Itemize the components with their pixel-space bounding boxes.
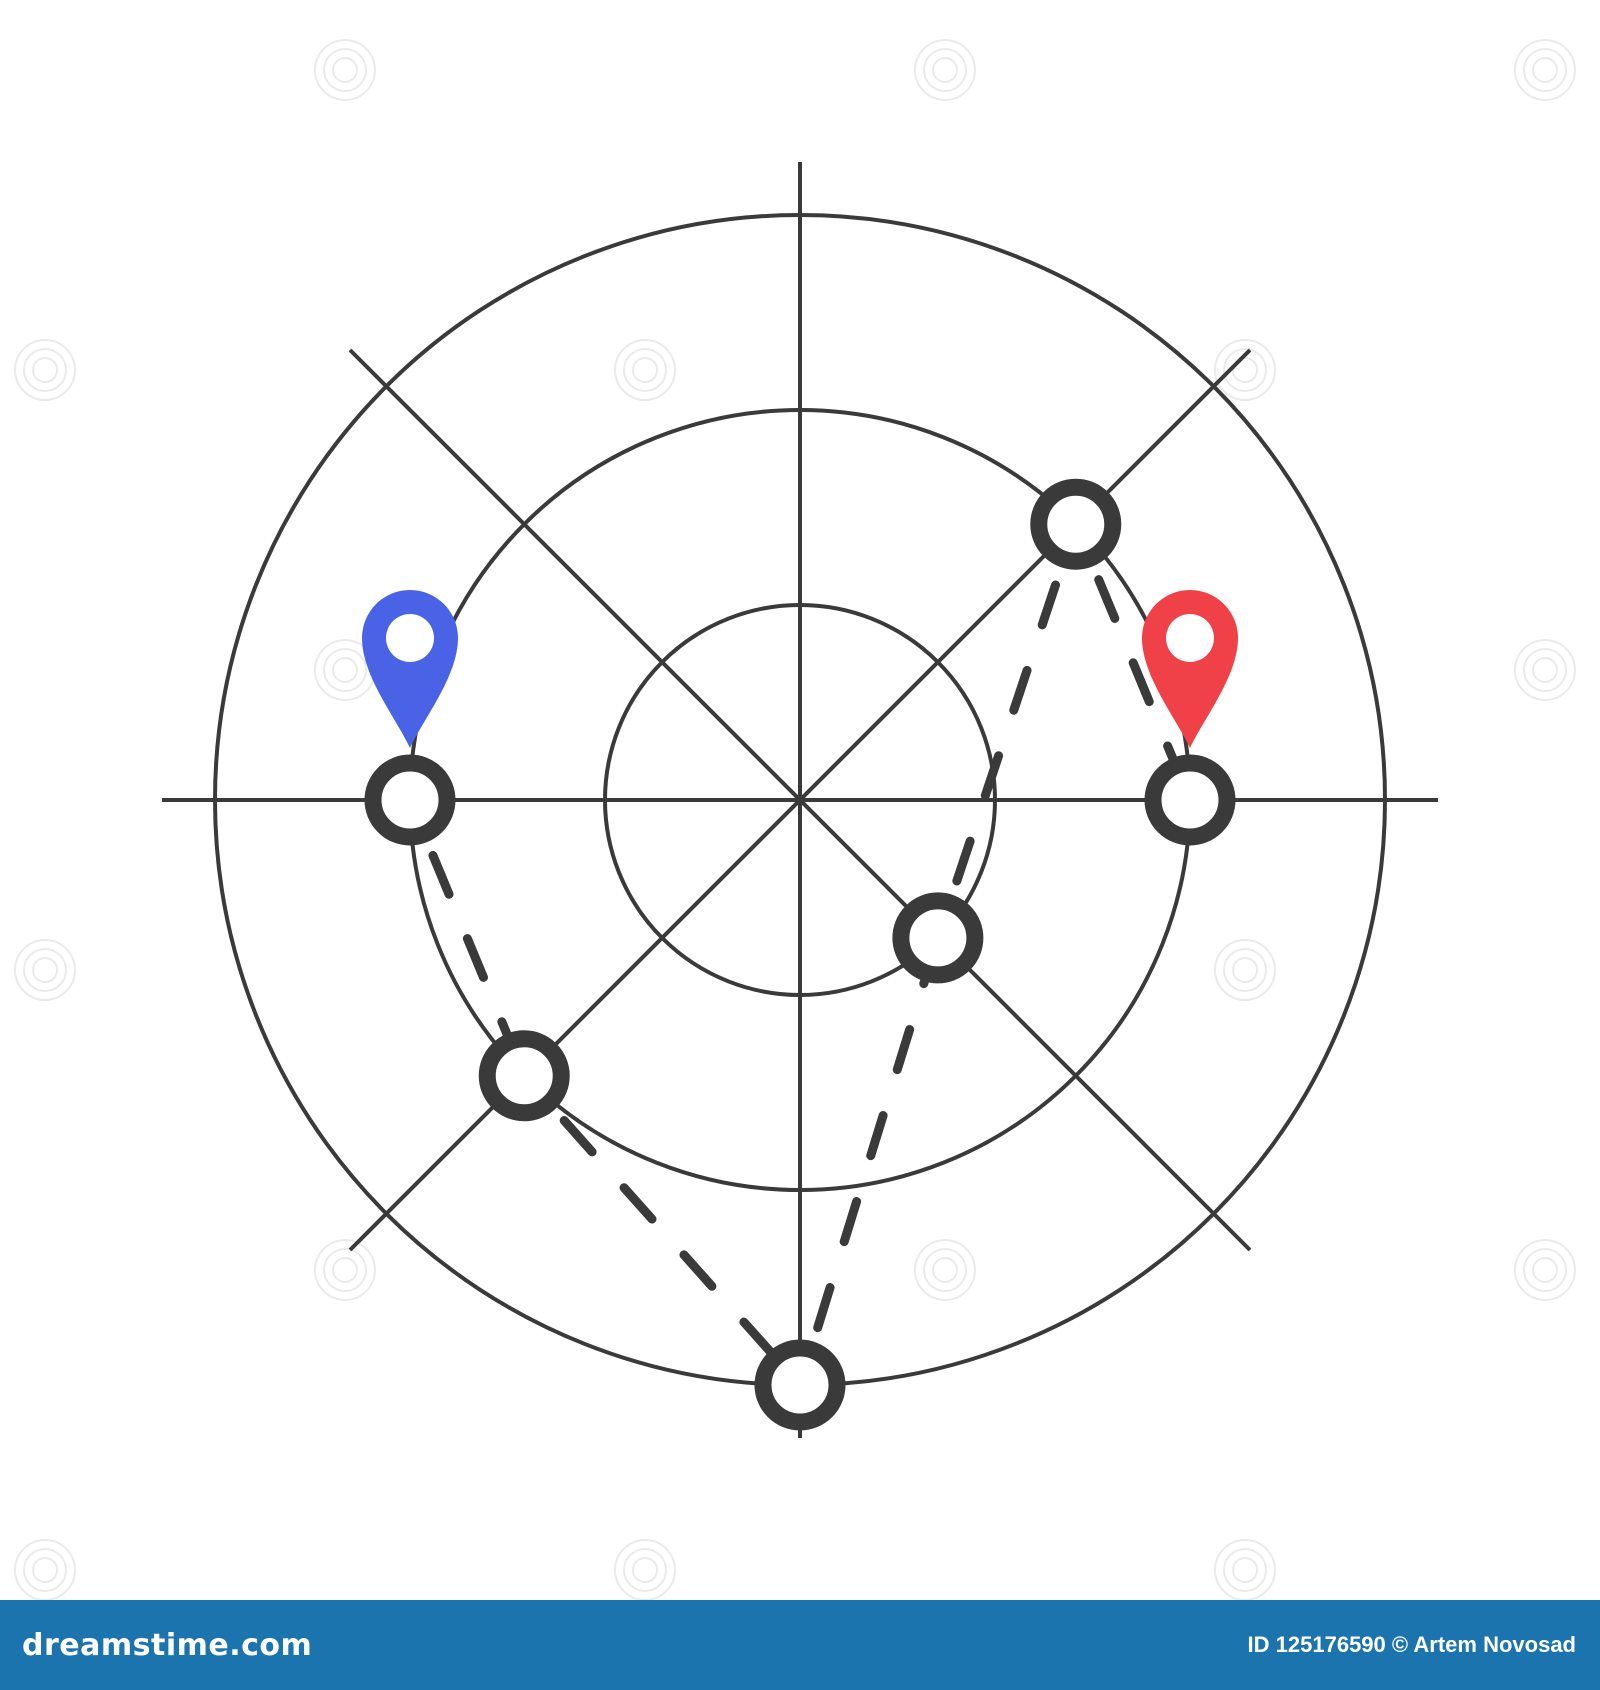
footer-bar: dreamstime.com ID 125176590 © Artem Novo… [0,1600,1600,1690]
footer-credit: ID 125176590 © Artem Novosad [1247,1632,1576,1657]
watermark-circle [323,48,367,92]
watermark-circle [1214,1539,1276,1600]
spiral-logo-icon [1514,1239,1576,1301]
pin-hole [1166,614,1214,662]
watermark-circle [14,339,76,401]
spiral-logo-icon [314,39,376,101]
watermark-circle [1232,957,1258,983]
watermark-circle [914,39,976,101]
watermark-circle [314,39,376,101]
sw-node [478,1030,570,1122]
spiral-logo-icon [1514,639,1576,701]
watermark-circle [914,1239,976,1301]
watermark-circle [1232,357,1258,383]
se-node [892,892,984,984]
pin-hole [386,614,434,662]
location-pins [362,590,1238,748]
start-node [364,754,456,846]
watermark-circle [23,1548,67,1592]
watermark-circle [14,1539,76,1600]
spiral-logo-icon [614,339,676,401]
watermark-circle [332,657,358,683]
watermark-circle [323,1248,367,1292]
watermark-circle [314,1239,376,1301]
watermark-circle [923,1248,967,1292]
route-nodes [364,478,1236,1431]
start-pin [362,590,458,748]
watermark-circle [932,1257,958,1283]
watermark-circle [32,357,58,383]
spiral-logo-icon [1214,939,1276,1001]
route-segment [933,519,1081,943]
radar-grid [162,162,1438,1438]
radar-route-diagram [14,39,1576,1600]
spiral-logo-icon [14,339,76,401]
watermark-circle [1523,48,1567,92]
route-segment [795,933,943,1390]
watermark-circle [32,1557,58,1583]
footer-brand[interactable]: dreamstime.com [22,1627,313,1663]
bottom-node [754,1339,846,1431]
watermark-circle [323,648,367,692]
spiral-logo-icon [614,1539,676,1600]
map-pin-icon [362,590,458,748]
spiral-logo-icon [14,1539,76,1600]
watermark-circle [332,57,358,83]
watermark-circle [23,948,67,992]
watermark-circle [23,348,67,392]
watermark-circle [632,1557,658,1583]
watermark-circle [1514,639,1576,701]
watermark-circle [1214,939,1276,1001]
watermark-circle [1523,648,1567,692]
watermark-circle [614,1539,676,1600]
spiral-logo-icon [914,39,976,101]
spiral-logo-icon [914,1239,976,1301]
watermark-circle [1523,1248,1567,1292]
route-segment [1071,519,1195,805]
watermark-circle [332,1257,358,1283]
watermark-circle [623,348,667,392]
watermark-circle [932,57,958,83]
ne-node [1030,478,1122,570]
watermark-circle [14,939,76,1001]
spiral-logo-icon [1214,1539,1276,1600]
watermark-circle [923,48,967,92]
spiral-logo-icon [1214,339,1276,401]
watermark-circle [1223,348,1267,392]
watermark-circle [614,339,676,401]
map-pin-icon [1142,590,1238,748]
watermark-circle [1223,948,1267,992]
route-segment [405,795,529,1081]
watermark-circle [623,1548,667,1592]
watermark-circle [1223,1548,1267,1592]
watermark-circle [32,957,58,983]
watermark-circle [1532,57,1558,83]
watermark-circle [1532,657,1558,683]
watermark-circle [632,357,658,383]
watermark-circle [1514,39,1576,101]
end-node [1144,754,1236,846]
spiral-logo-icon [1514,39,1576,101]
watermark-circle [1232,1557,1258,1583]
route-segment [519,1071,805,1390]
spiral-logo-icon [314,1239,376,1301]
watermark-circle [1532,1257,1558,1283]
spiral-logo-icon [14,939,76,1001]
watermark-circle [1214,339,1276,401]
watermark-circle [1514,1239,1576,1301]
end-pin [1142,590,1238,748]
dashed-route [405,519,1195,1390]
